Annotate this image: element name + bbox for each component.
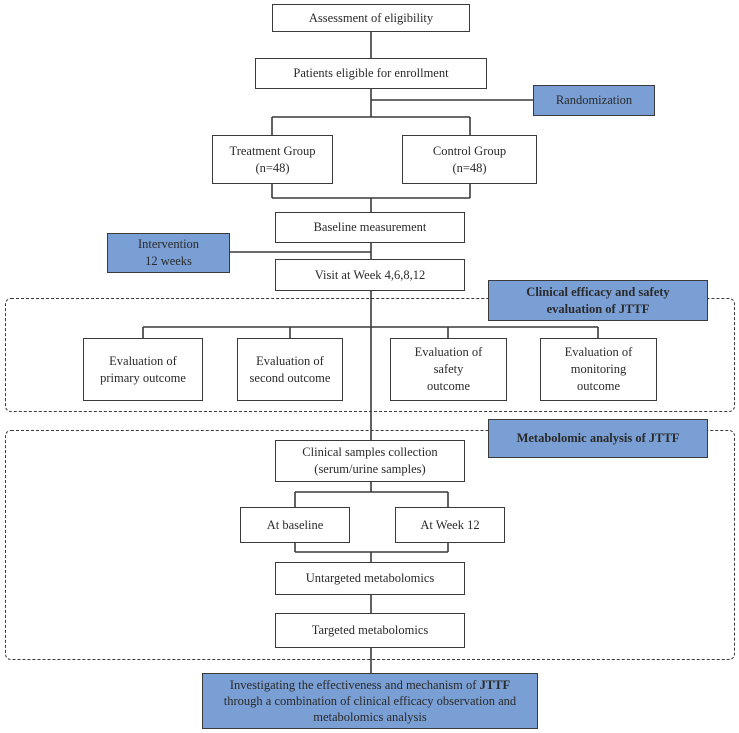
- randomization-node: Randomization: [533, 85, 655, 116]
- untargeted-metabolomics-label: Untargeted metabolomics: [305, 571, 435, 586]
- intervention-node: Intervention 12 weeks: [107, 233, 230, 273]
- untargeted-metabolomics-node: Untargeted metabolomics: [275, 562, 465, 595]
- randomization-label: Randomization: [555, 93, 633, 108]
- visit-label: Visit at Week 4,6,8,12: [314, 267, 426, 282]
- eligible-node: Patients eligible for enrollment: [255, 58, 487, 89]
- final-conclusion-line1: Investigating the effectiveness and mech…: [230, 677, 510, 693]
- targeted-metabolomics-node: Targeted metabolomics: [275, 613, 465, 648]
- eval-second-line1: Evaluation of: [256, 353, 324, 368]
- final-conclusion-node: Investigating the effectiveness and mech…: [202, 673, 538, 729]
- clinical-evaluation-line2: evaluation of JTTF: [546, 301, 650, 316]
- eval-safety-node: Evaluation of safety outcome: [390, 338, 507, 401]
- assessment-label: Assessment of eligibility: [308, 10, 434, 25]
- eval-safety-line1: Evaluation of: [414, 345, 483, 360]
- eval-second-line2: second outcome: [249, 370, 331, 385]
- clinical-evaluation-header: Clinical efficacy and safety evaluation …: [488, 280, 708, 321]
- eval-primary-node: Evaluation of primary outcome: [83, 338, 203, 401]
- control-group-node: Control Group (n=48): [402, 135, 537, 184]
- eligible-label: Patients eligible for enrollment: [293, 66, 449, 81]
- treatment-group-node: Treatment Group (n=48): [212, 135, 333, 184]
- final-conclusion-pre: Investigating the effectiveness and mech…: [229, 677, 480, 692]
- intervention-label: Intervention: [137, 237, 200, 252]
- samples-collection-node: Clinical samples collection (serum/urine…: [275, 440, 465, 482]
- samples-collection-line2: (serum/urine samples): [314, 462, 426, 476]
- intervention-duration: 12 weeks: [145, 254, 192, 268]
- baseline-measurement-node: Baseline measurement: [275, 212, 465, 243]
- baseline-measurement-label: Baseline measurement: [313, 220, 427, 235]
- eval-monitoring-line2: monitoring: [570, 362, 627, 377]
- clinical-evaluation-group: [5, 298, 735, 412]
- eval-monitoring-node: Evaluation of monitoring outcome: [540, 338, 657, 401]
- treatment-count: (n=48): [255, 160, 290, 175]
- at-week12-node: At Week 12: [395, 507, 505, 543]
- eval-monitoring-line1: Evaluation of: [564, 345, 633, 360]
- final-conclusion-line2: through a combination of clinical effica…: [223, 693, 517, 708]
- targeted-metabolomics-label: Targeted metabolomics: [311, 623, 429, 638]
- metabolomic-analysis-group: [5, 430, 735, 660]
- treatment-label: Treatment Group: [229, 143, 316, 158]
- eval-primary-line2: primary outcome: [100, 370, 186, 385]
- at-baseline-label: At baseline: [266, 517, 324, 532]
- final-conclusion-bold: JTTF: [479, 677, 511, 692]
- visit-node: Visit at Week 4,6,8,12: [275, 259, 465, 291]
- samples-collection-line1: Clinical samples collection: [302, 445, 438, 460]
- eval-safety-line2: safety: [433, 362, 464, 377]
- assessment-node: Assessment of eligibility: [272, 4, 470, 32]
- eval-monitoring-line3: outcome: [576, 378, 621, 393]
- control-count: (n=48): [452, 160, 487, 175]
- eval-safety-line3: outcome: [426, 378, 471, 393]
- clinical-evaluation-line1: Clinical efficacy and safety: [526, 284, 670, 299]
- final-conclusion-line3: metabolomics analysis: [313, 710, 427, 725]
- eval-second-node: Evaluation of second outcome: [237, 338, 343, 401]
- at-baseline-node: At baseline: [240, 507, 350, 543]
- metabolomic-analysis-label: Metabolomic analysis of JTTF: [516, 431, 680, 446]
- control-label: Control Group: [432, 143, 507, 158]
- eval-primary-line1: Evaluation of: [109, 353, 177, 368]
- at-week12-label: At Week 12: [420, 517, 480, 532]
- metabolomic-analysis-header: Metabolomic analysis of JTTF: [488, 419, 708, 458]
